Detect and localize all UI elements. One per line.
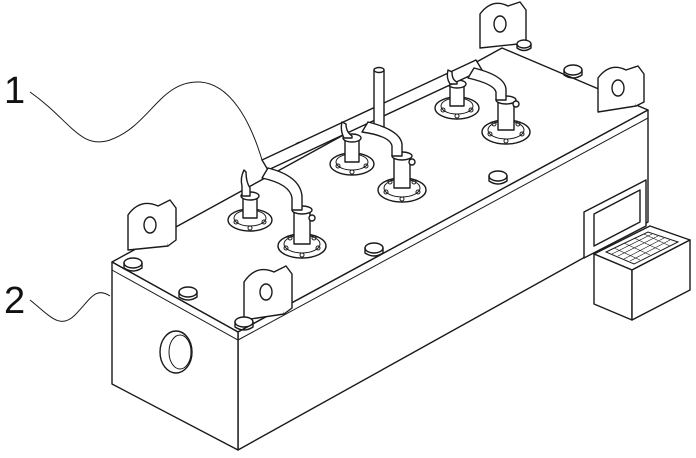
- bolt: [364, 242, 384, 257]
- leader-line-1: [29, 81, 263, 161]
- lifting-lugs: [127, 1, 645, 321]
- bolt: [234, 316, 254, 331]
- flange-bolts: [233, 107, 525, 258]
- end-port-hole: [159, 330, 193, 374]
- bolt: [123, 257, 143, 272]
- bolt: [516, 39, 532, 52]
- top-bolts: [123, 39, 583, 331]
- lug: [243, 265, 293, 321]
- pipe-manifold: [227, 59, 531, 259]
- bolt: [488, 170, 508, 185]
- label-1: 1: [4, 70, 26, 112]
- side-tray: [583, 179, 691, 321]
- leader-line-2: [29, 292, 111, 322]
- lug: [127, 199, 177, 251]
- label-2: 2: [4, 280, 26, 322]
- bolt: [563, 64, 583, 79]
- lug: [597, 65, 645, 113]
- flange-port: [329, 133, 375, 176]
- flange-port: [227, 191, 273, 232]
- bolt: [178, 286, 198, 301]
